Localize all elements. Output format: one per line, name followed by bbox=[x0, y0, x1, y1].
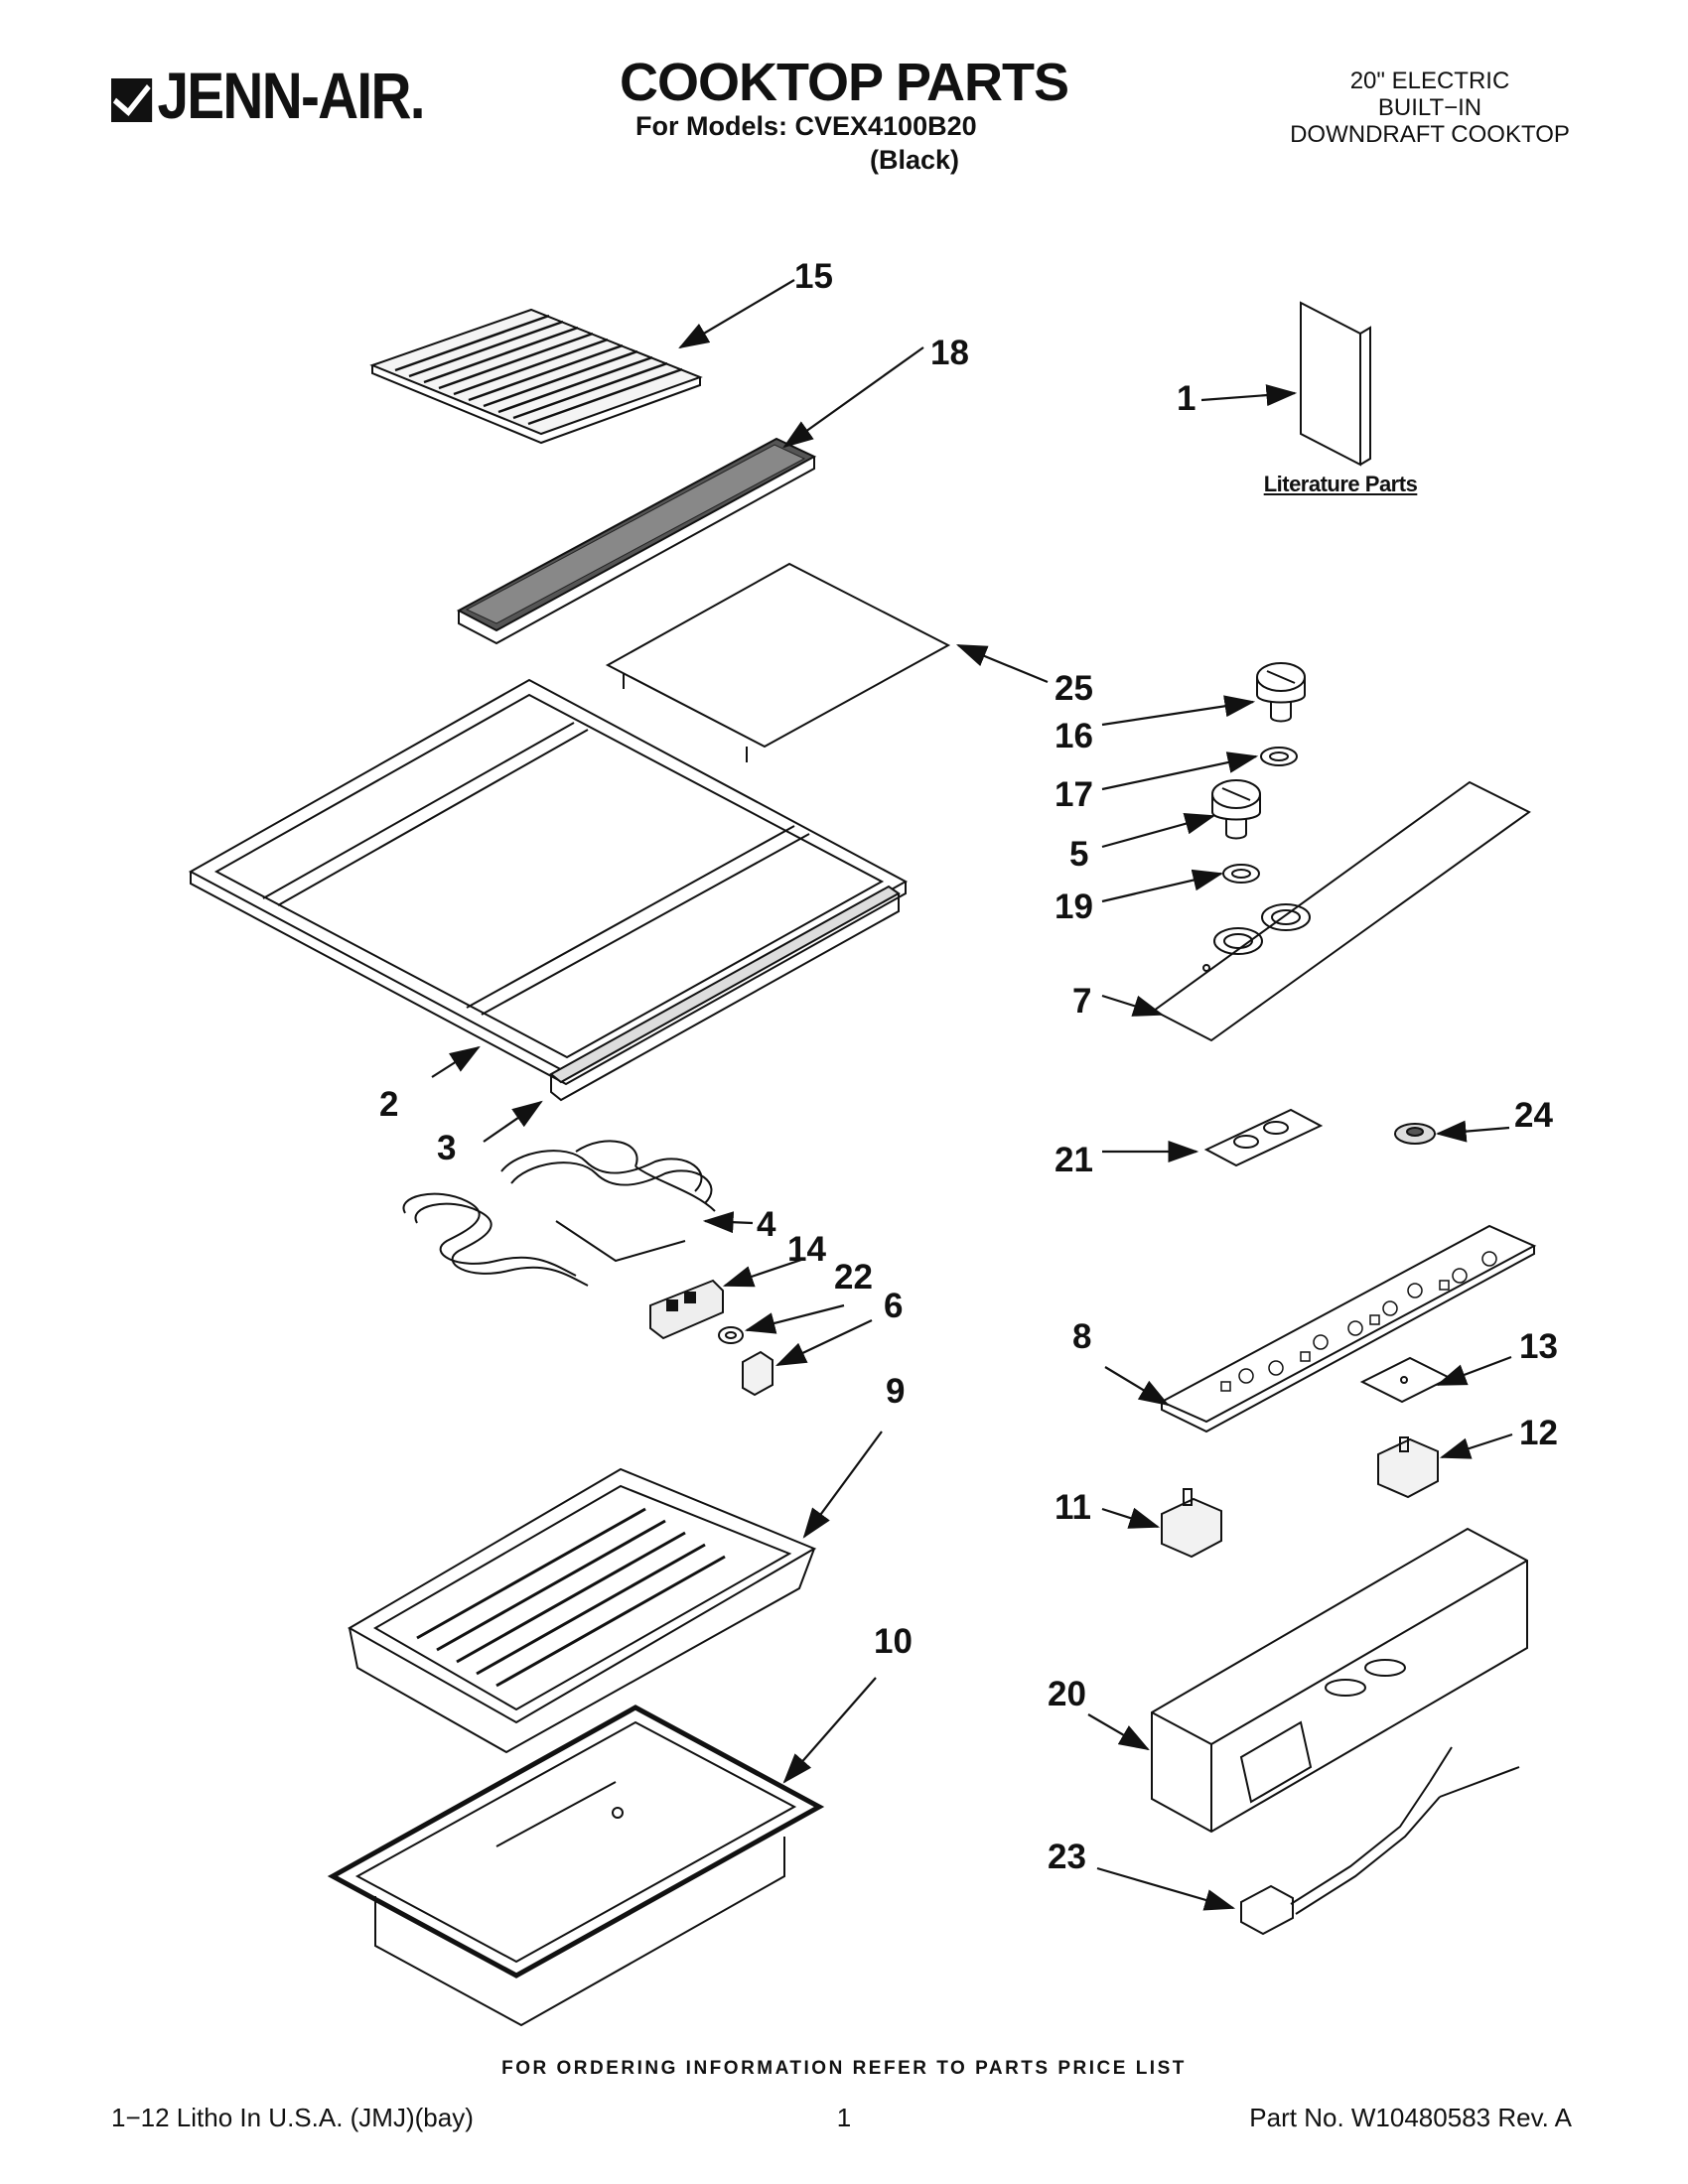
part-number: Part No. W10480583 Rev. A bbox=[1249, 2103, 1572, 2132]
grill-rack bbox=[369, 308, 703, 445]
literature-parts-label: Literature Parts bbox=[1263, 472, 1418, 496]
litho-info: 1−12 Litho In U.S.A. (JMJ)(bay) bbox=[111, 2103, 474, 2132]
callout-8: 8 bbox=[1072, 1317, 1091, 1356]
insulator-plate bbox=[1359, 1356, 1453, 1404]
brand-logo: JENN-AIR. bbox=[111, 58, 426, 133]
brand-name: JENN-AIR. bbox=[157, 59, 425, 132]
brand-mark-icon bbox=[111, 62, 153, 122]
callout-6: 6 bbox=[884, 1287, 903, 1325]
callout-23: 23 bbox=[1048, 1838, 1086, 1876]
color-line: (Black) bbox=[870, 145, 960, 175]
control-knob-left bbox=[1256, 662, 1306, 723]
grommet bbox=[718, 1326, 744, 1344]
product-description: 20" ELECTRIC BUILT−IN DOWNDRAFT COOKTOP bbox=[1231, 68, 1628, 148]
callout-7: 7 bbox=[1072, 982, 1091, 1021]
callout-21: 21 bbox=[1055, 1141, 1093, 1179]
switch-board bbox=[1159, 1224, 1537, 1433]
callout-17: 17 bbox=[1055, 775, 1093, 814]
callout-12: 12 bbox=[1519, 1414, 1558, 1452]
callout-5: 5 bbox=[1069, 835, 1088, 874]
callout-11: 11 bbox=[1055, 1488, 1091, 1527]
control-panel bbox=[1152, 780, 1531, 1042]
page-number: 1 bbox=[836, 2103, 852, 2132]
callout-24: 24 bbox=[1514, 1096, 1553, 1135]
literature-booklet bbox=[1300, 301, 1371, 467]
heating-element bbox=[402, 1140, 716, 1287]
control-knob-right bbox=[1211, 779, 1261, 840]
mounting-plate bbox=[1203, 1108, 1324, 1167]
callout-20: 20 bbox=[1048, 1675, 1086, 1713]
callout-22: 22 bbox=[834, 1258, 873, 1297]
power-cord bbox=[1240, 1746, 1520, 1936]
callout-18: 18 bbox=[930, 334, 969, 372]
callout-25: 25 bbox=[1055, 669, 1093, 708]
infinite-switch-left bbox=[1161, 1488, 1222, 1559]
frame-rail bbox=[549, 885, 901, 1102]
filter-sheet bbox=[605, 562, 951, 762]
callout-13: 13 bbox=[1519, 1327, 1558, 1366]
knob-trim-ring-right bbox=[1222, 864, 1260, 884]
cooktop-frame bbox=[188, 678, 909, 1086]
control-housing bbox=[1151, 1527, 1528, 1834]
callout-1: 1 bbox=[1177, 379, 1196, 418]
callout-4: 4 bbox=[757, 1205, 776, 1244]
callout-3: 3 bbox=[437, 1129, 456, 1167]
callout-19: 19 bbox=[1055, 887, 1093, 926]
description-line-2: BUILT−IN bbox=[1377, 94, 1482, 121]
bracket bbox=[742, 1350, 774, 1397]
callout-2: 2 bbox=[379, 1085, 398, 1124]
drip-pan bbox=[347, 1467, 817, 1754]
downdraft-grille bbox=[456, 437, 817, 645]
terminal-block bbox=[649, 1279, 724, 1340]
callout-15: 15 bbox=[794, 257, 833, 296]
description-line-3: DOWNDRAFT COOKTOP bbox=[1290, 121, 1570, 148]
callout-10: 10 bbox=[874, 1622, 913, 1661]
callout-16: 16 bbox=[1055, 717, 1093, 755]
infinite-switch-right bbox=[1377, 1436, 1439, 1499]
description-line-1: 20" ELECTRIC bbox=[1349, 68, 1510, 94]
models-line: For Models: CVEX4100B20 bbox=[635, 111, 977, 141]
pan-liner bbox=[327, 1705, 825, 2027]
ordering-note: FOR ORDERING INFORMATION REFER TO PARTS … bbox=[501, 2058, 1187, 2079]
indicator-light bbox=[1394, 1123, 1436, 1145]
knob-trim-ring-left bbox=[1260, 747, 1298, 766]
page-title: COOKTOP PARTS bbox=[619, 53, 1069, 112]
callout-14: 14 bbox=[787, 1230, 826, 1269]
callout-9: 9 bbox=[886, 1372, 905, 1411]
